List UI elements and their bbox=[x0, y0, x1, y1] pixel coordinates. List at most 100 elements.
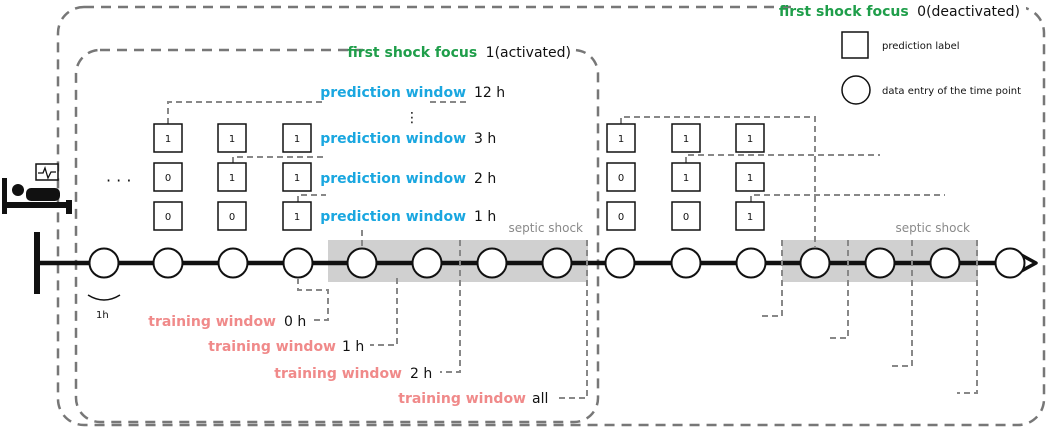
dashed-connector bbox=[556, 240, 588, 399]
prediction-label-box bbox=[606, 162, 636, 192]
svg-text:1 h: 1 h bbox=[474, 209, 496, 225]
prediction-label-value: 1 bbox=[747, 173, 753, 184]
legend-circle-label: data entry of the time point bbox=[882, 86, 1021, 97]
time-point-circle bbox=[799, 247, 831, 279]
time-point-circle bbox=[541, 247, 573, 279]
prediction-window-label: prediction window bbox=[320, 171, 466, 187]
prediction-label-box bbox=[153, 123, 183, 153]
prediction-label-value: 0 bbox=[165, 212, 171, 223]
svg-text:training window: training window bbox=[208, 339, 336, 355]
time-point-circle bbox=[735, 247, 767, 279]
outer-focus-title-value: 0(deactivated) bbox=[917, 4, 1020, 20]
ellipsis-left: · · · bbox=[106, 171, 131, 190]
outer-focus-box bbox=[56, 5, 1046, 427]
svg-text:training window: training window bbox=[398, 391, 526, 407]
svg-text:prediction window: prediction window bbox=[320, 131, 466, 147]
dashed-connector bbox=[297, 278, 329, 321]
outer-focus-title-label: first shock focus bbox=[779, 4, 909, 20]
inner-focus-box bbox=[74, 48, 600, 424]
inner-focus-title-label: first shock focus bbox=[347, 45, 477, 61]
svg-text:prediction window: prediction window bbox=[320, 171, 466, 187]
prediction-label-value: 1 bbox=[618, 134, 624, 145]
time-point-circle bbox=[670, 247, 702, 279]
training-window-value: 2 h bbox=[410, 366, 432, 382]
svg-text:all: all bbox=[532, 391, 548, 407]
dashed-connector bbox=[232, 156, 326, 163]
time-point-circle bbox=[411, 247, 443, 279]
dashed-connector bbox=[167, 101, 326, 124]
prediction-label-box bbox=[282, 123, 312, 153]
septic-shock-label-2: septic shock bbox=[896, 221, 971, 235]
training-window-label: training window bbox=[274, 366, 402, 382]
training-window-value: 0 h bbox=[284, 314, 306, 330]
prediction-label-value: 1 bbox=[683, 134, 689, 145]
dashed-connector bbox=[828, 240, 849, 339]
prediction-label-box bbox=[671, 123, 701, 153]
septic-shock-label-1: septic shock bbox=[509, 221, 584, 235]
dashed-connector bbox=[297, 194, 326, 202]
connector-lines bbox=[167, 101, 978, 399]
prediction-label-box bbox=[282, 201, 312, 231]
training-window-label: training window bbox=[208, 339, 336, 355]
dashed-connector bbox=[370, 278, 398, 346]
dashed-connector bbox=[892, 240, 913, 367]
dashed-connector bbox=[440, 240, 461, 373]
prediction-label-box bbox=[735, 162, 765, 192]
training-window-label: training window bbox=[398, 391, 526, 407]
prediction-label-box bbox=[735, 123, 765, 153]
time-point-circle bbox=[282, 247, 314, 279]
time-point-circle bbox=[88, 247, 120, 279]
dashed-connector bbox=[750, 194, 945, 202]
svg-text:training window: training window bbox=[148, 314, 276, 330]
time-point-circle bbox=[152, 247, 184, 279]
prediction-label-box bbox=[282, 162, 312, 192]
prediction-label-box bbox=[606, 123, 636, 153]
legend-square-icon bbox=[841, 31, 869, 59]
prediction-label-box bbox=[606, 201, 636, 231]
legend-circle-icon bbox=[841, 75, 871, 105]
svg-text:prediction window: prediction window bbox=[320, 209, 466, 225]
inner-focus-title: first shock focus 1(activated) bbox=[347, 45, 571, 61]
prediction-label-value: 1 bbox=[747, 134, 753, 145]
time-point-circle bbox=[476, 247, 508, 279]
svg-text:0 h: 0 h bbox=[284, 314, 306, 330]
dashed-connector bbox=[762, 240, 783, 317]
outer-focus-title: first shock focus 0(deactivated) bbox=[779, 4, 1020, 20]
time-point-circle bbox=[994, 247, 1026, 279]
prediction-window-label: prediction window bbox=[320, 131, 466, 147]
training-window-labels: training window 0 h training window 1 h … bbox=[148, 314, 548, 407]
prediction-window-value: 1 h bbox=[474, 209, 496, 225]
prediction-window-value: 3 h bbox=[474, 131, 496, 147]
training-window-value: all bbox=[532, 391, 548, 407]
prediction-label-box bbox=[217, 201, 247, 231]
prediction-label-value: 0 bbox=[165, 173, 171, 184]
prediction-label-value: 1 bbox=[747, 212, 753, 223]
prediction-label-box bbox=[217, 162, 247, 192]
one-hour-scale-label: 1h bbox=[96, 310, 109, 321]
prediction-label-value: 1 bbox=[229, 134, 235, 145]
legend-square-label: prediction label bbox=[882, 41, 960, 52]
prediction-label-value: 0 bbox=[683, 212, 689, 223]
prediction-window-labels: prediction window 12 h prediction window… bbox=[320, 85, 505, 225]
svg-text:prediction window: prediction window bbox=[320, 85, 466, 101]
prediction-label-value: 1 bbox=[294, 134, 300, 145]
svg-text:2 h: 2 h bbox=[410, 366, 432, 382]
dashed-connector bbox=[957, 240, 978, 394]
prediction-label-value: 0 bbox=[229, 212, 235, 223]
svg-text:1 h: 1 h bbox=[342, 339, 364, 355]
time-point-circle bbox=[217, 247, 249, 279]
prediction-label-value: 1 bbox=[294, 173, 300, 184]
svg-text:2 h: 2 h bbox=[474, 171, 496, 187]
svg-text:3 h: 3 h bbox=[474, 131, 496, 147]
prediction-label-box bbox=[153, 201, 183, 231]
prediction-label-box bbox=[671, 201, 701, 231]
patient-bed-icon bbox=[2, 163, 72, 214]
prediction-window-label: prediction window bbox=[320, 209, 466, 225]
prediction-label-value: 0 bbox=[618, 173, 624, 184]
dashed-connector bbox=[620, 116, 816, 248]
prediction-label-value: 1 bbox=[165, 134, 171, 145]
prediction-label-value: 1 bbox=[229, 173, 235, 184]
